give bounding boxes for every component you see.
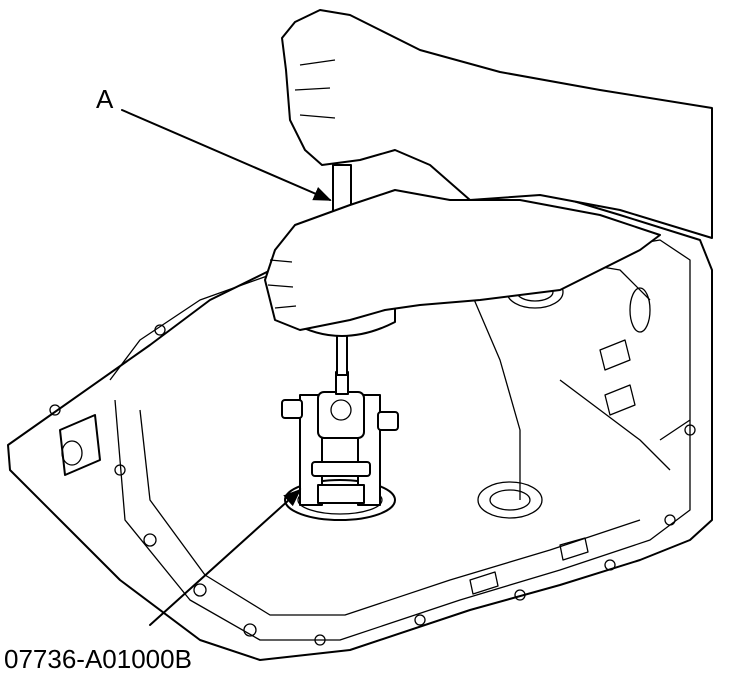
part-number-label: 07736-A01000B [4, 644, 192, 674]
part-number-leader [149, 488, 302, 626]
leader-lines [121, 109, 332, 626]
callout-a-label: A [96, 84, 114, 114]
bearing-puller-tool [281, 371, 399, 506]
callout-a-leader [121, 109, 332, 201]
hands [264, 9, 713, 331]
